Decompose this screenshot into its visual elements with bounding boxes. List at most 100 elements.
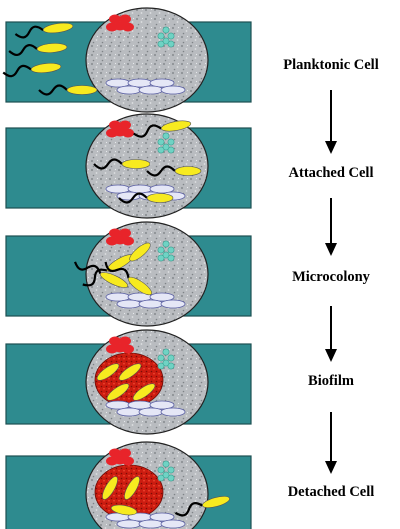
red-lobe bbox=[119, 228, 131, 238]
cyan-bead bbox=[157, 466, 165, 474]
stage-label-planktonic-cell: Planktonic Cell bbox=[283, 57, 378, 73]
cyan-bead bbox=[167, 254, 175, 262]
arrow-head bbox=[325, 141, 337, 154]
cyan-molecule-cluster bbox=[157, 348, 175, 370]
red-lobe bbox=[122, 236, 134, 246]
red-molecule-cluster bbox=[106, 336, 134, 354]
film-molecule bbox=[138, 85, 164, 95]
panel-biofilm bbox=[5, 329, 252, 435]
cyan-bead bbox=[167, 40, 175, 48]
film-molecule bbox=[116, 407, 142, 417]
cyan-bead bbox=[162, 460, 170, 468]
cyan-bead bbox=[162, 251, 170, 259]
attached-bacterium bbox=[146, 165, 202, 177]
flagellum bbox=[104, 261, 130, 279]
bacterium-body bbox=[124, 476, 140, 500]
attached-bacterium bbox=[133, 120, 192, 138]
red-lobe bbox=[122, 344, 134, 354]
bacterium-body bbox=[102, 476, 118, 500]
bacterium-body bbox=[160, 120, 192, 132]
film-molecule bbox=[160, 519, 186, 529]
arrow-head bbox=[325, 461, 337, 474]
red-lobe bbox=[122, 128, 134, 138]
stage-label-microcolony: Microcolony bbox=[292, 269, 371, 285]
arrow-head bbox=[325, 349, 337, 362]
substratum-disk bbox=[85, 7, 209, 113]
cyan-bead bbox=[167, 474, 175, 482]
bacterium-body bbox=[174, 166, 202, 176]
attached-bacterium bbox=[118, 192, 174, 204]
red-lobe bbox=[119, 336, 131, 346]
bacterium-body bbox=[129, 242, 151, 262]
embedded-bacterium bbox=[102, 476, 118, 500]
bacterium-body bbox=[202, 496, 230, 508]
red-molecule-cluster bbox=[106, 228, 134, 246]
red-lobe bbox=[119, 14, 131, 24]
embedded-bacterium bbox=[132, 383, 156, 401]
cyan-bead bbox=[167, 32, 175, 40]
bacterium-body bbox=[127, 276, 153, 296]
red-molecule-cluster bbox=[106, 448, 134, 466]
red-lobe bbox=[122, 22, 134, 32]
microcolony-bacterium bbox=[129, 242, 151, 262]
bacterium-body bbox=[106, 383, 130, 401]
cyan-bead bbox=[162, 359, 170, 367]
flagellum bbox=[174, 502, 204, 517]
cyan-molecule-cluster bbox=[157, 26, 175, 48]
film-molecule bbox=[138, 407, 164, 417]
red-molecule-cluster bbox=[106, 120, 134, 138]
bacterium-body bbox=[42, 22, 74, 34]
embedded-bacterium bbox=[118, 363, 142, 381]
cyan-bead bbox=[162, 37, 170, 45]
stage-label-detached-cell: Detached Cell bbox=[288, 484, 375, 500]
panel-planktonic bbox=[2, 7, 252, 113]
flagellum bbox=[82, 268, 108, 287]
stage-arrow bbox=[325, 306, 337, 362]
film-molecule bbox=[138, 299, 164, 309]
conditioning-film-molecules bbox=[105, 292, 186, 309]
cyan-bead bbox=[167, 466, 175, 474]
cyan-bead bbox=[157, 362, 165, 370]
biofilm-matrix bbox=[94, 352, 164, 408]
film-molecule bbox=[149, 184, 175, 194]
cyan-bead bbox=[157, 254, 165, 262]
flagellum bbox=[2, 64, 32, 78]
stage-panels bbox=[2, 7, 252, 529]
cyan-bead bbox=[157, 32, 165, 40]
film-molecule bbox=[160, 85, 186, 95]
cyan-bead bbox=[162, 143, 170, 151]
stage-label-attached-cell: Attached Cell bbox=[289, 165, 374, 181]
cyan-bead bbox=[157, 138, 165, 146]
flagellum bbox=[93, 158, 123, 170]
panel-microcolony bbox=[5, 221, 252, 327]
cyan-molecule-cluster bbox=[157, 132, 175, 154]
red-molecule-cluster bbox=[106, 14, 134, 32]
cyan-bead bbox=[157, 146, 165, 154]
cyan-bead bbox=[167, 354, 175, 362]
cyan-bead bbox=[167, 138, 175, 146]
film-molecule bbox=[116, 519, 142, 529]
conditioning-film-molecules bbox=[105, 400, 186, 417]
cyan-bead bbox=[162, 132, 170, 140]
detached-bacterium bbox=[174, 496, 230, 517]
cyan-bead bbox=[162, 348, 170, 356]
cyan-bead bbox=[167, 146, 175, 154]
conditioning-film-molecules bbox=[105, 78, 186, 95]
bacterium-body bbox=[110, 504, 138, 516]
flagellum bbox=[14, 25, 44, 39]
flagellum bbox=[146, 165, 176, 177]
microcolony-bacterium bbox=[104, 261, 153, 296]
panel-attached bbox=[5, 113, 252, 219]
red-lobe bbox=[119, 448, 131, 458]
cyan-molecule-cluster bbox=[157, 240, 175, 262]
film-molecule bbox=[149, 400, 175, 410]
red-lobe bbox=[109, 14, 121, 24]
red-lobe bbox=[109, 228, 121, 238]
red-lobe bbox=[109, 448, 121, 458]
stage-arrow bbox=[325, 90, 337, 154]
planktonic-bacterium bbox=[2, 62, 62, 78]
film-molecule bbox=[116, 85, 142, 95]
microcolony-bacterium bbox=[73, 261, 129, 288]
stage-labels: Planktonic Cell Attached Cell Microcolon… bbox=[283, 57, 378, 500]
